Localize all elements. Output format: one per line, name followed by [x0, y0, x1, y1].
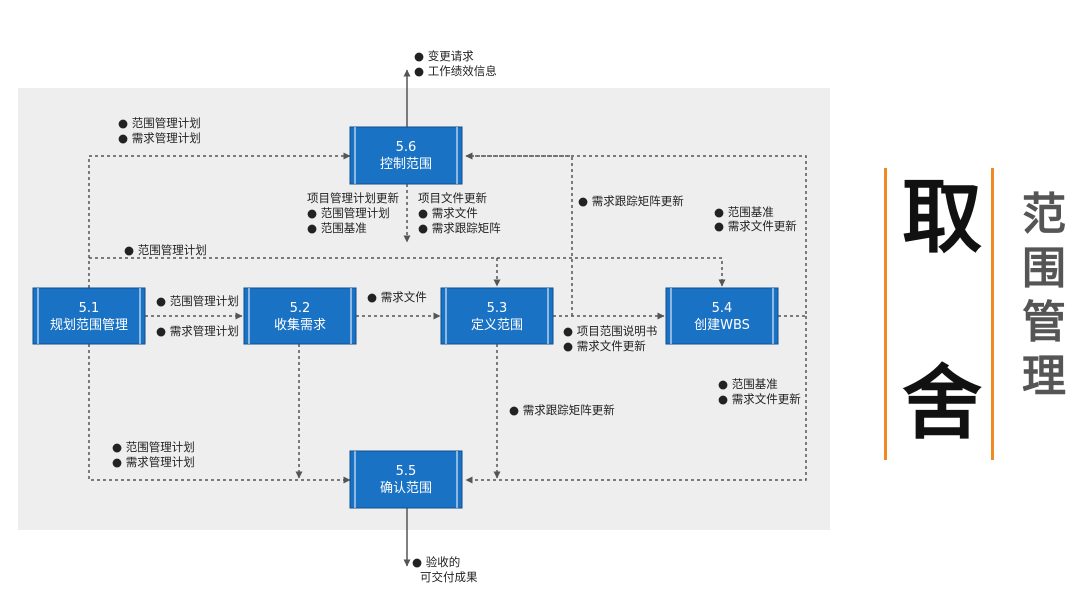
- process-5-3-number: 5.3: [487, 301, 508, 316]
- process-5-6-number: 5.6: [396, 140, 417, 155]
- process-5-5-name: 确认范围: [380, 481, 432, 496]
- process-5-3-name: 定义范围: [471, 318, 523, 333]
- label-deliverables: 可交付成果: [420, 570, 478, 584]
- label-scope-plan-mid: ● 范围管理计划: [307, 206, 390, 220]
- label-scope-plan-top: ● 范围管理计划: [118, 116, 201, 130]
- subtitle-scope-management: 范 围 管 理: [1018, 188, 1070, 404]
- label-pm-plan-updates: 项目管理计划更新: [307, 191, 399, 205]
- process-5-1[interactable]: 5.1 规划范围管理: [32, 287, 146, 345]
- process-5-4-number: 5.4: [712, 301, 733, 316]
- label-req-plan-51-52: ● 需求管理计划: [156, 324, 239, 338]
- label-req-plan-top: ● 需求管理计划: [118, 131, 201, 145]
- label-work-performance-info: ● 工作绩效信息: [414, 64, 497, 78]
- label-project-doc-updates: 项目文件更新: [418, 191, 487, 205]
- process-5-2[interactable]: 5.2 收集需求: [243, 287, 357, 345]
- label-change-request: ● 变更请求: [414, 49, 474, 63]
- arrow-5-1-to-5-6: [88, 152, 351, 288]
- label-scope-plan-bottom: ● 范围管理计划: [112, 440, 195, 454]
- subtitle-char-2: 围: [1022, 243, 1066, 294]
- flow-labels: ● 变更请求 ● 工作绩效信息 ● 范围管理计划 ● 需求管理计划 项目管理计划…: [112, 49, 801, 584]
- right-accent-bar: [991, 168, 994, 460]
- label-req-doc-update-53-54: ● 需求文件更新: [563, 339, 646, 353]
- side-title-panel: 取 舍 范 围 管 理: [880, 160, 1080, 470]
- label-accepted: ● 验收的: [412, 555, 460, 569]
- process-5-6-name: 控制范围: [380, 157, 432, 172]
- label-trace-update-top: ● 需求跟踪矩阵更新: [578, 194, 684, 208]
- title-char-take: 取: [902, 171, 982, 264]
- process-5-1-number: 5.1: [79, 301, 100, 316]
- label-scope-plan-51-52: ● 范围管理计划: [156, 294, 239, 308]
- process-5-5-number: 5.5: [396, 464, 417, 479]
- label-baseline-top: ● 范围基准: [714, 205, 774, 219]
- label-req-doc-mid: ● 需求文件: [418, 206, 478, 220]
- label-scope-baseline-mid: ● 范围基准: [307, 221, 367, 235]
- arrow-5-4-to-5-6: [465, 152, 807, 317]
- process-5-2-name: 收集需求: [274, 317, 326, 333]
- label-req-doc-update-low: ● 需求文件更新: [718, 392, 801, 406]
- arrow-5-4-to-5-5: [465, 316, 807, 484]
- label-trace-matrix-mid: ● 需求跟踪矩阵: [418, 221, 501, 235]
- process-5-6[interactable]: 5.6 控制范围: [349, 126, 463, 185]
- title-char-give: 舍: [902, 357, 982, 450]
- process-5-4[interactable]: 5.4 创建WBS: [665, 287, 779, 345]
- subtitle-char-4: 理: [1022, 351, 1066, 402]
- process-5-1-name: 规划范围管理: [50, 318, 128, 333]
- label-scope-plan-span: ● 范围管理计划: [124, 243, 207, 257]
- label-trace-update-low: ● 需求跟踪矩阵更新: [509, 403, 615, 417]
- label-req-plan-bottom: ● 需求管理计划: [112, 455, 195, 469]
- label-req-doc-52-53: ● 需求文件: [367, 290, 427, 304]
- subtitle-char-1: 范: [1022, 189, 1066, 240]
- subtitle-char-3: 管: [1022, 297, 1066, 348]
- process-5-5[interactable]: 5.5 确认范围: [349, 450, 463, 509]
- process-5-3[interactable]: 5.3 定义范围: [440, 287, 554, 345]
- label-baseline-low: ● 范围基准: [718, 377, 778, 391]
- arrow-5-1-to-5-4: [497, 257, 726, 287]
- process-5-4-name: 创建WBS: [694, 318, 750, 333]
- label-scope-statement: ● 项目范围说明书: [563, 324, 657, 338]
- left-accent-bar: [884, 168, 887, 460]
- process-5-2-number: 5.2: [290, 301, 311, 316]
- label-req-doc-update-top: ● 需求文件更新: [714, 219, 797, 233]
